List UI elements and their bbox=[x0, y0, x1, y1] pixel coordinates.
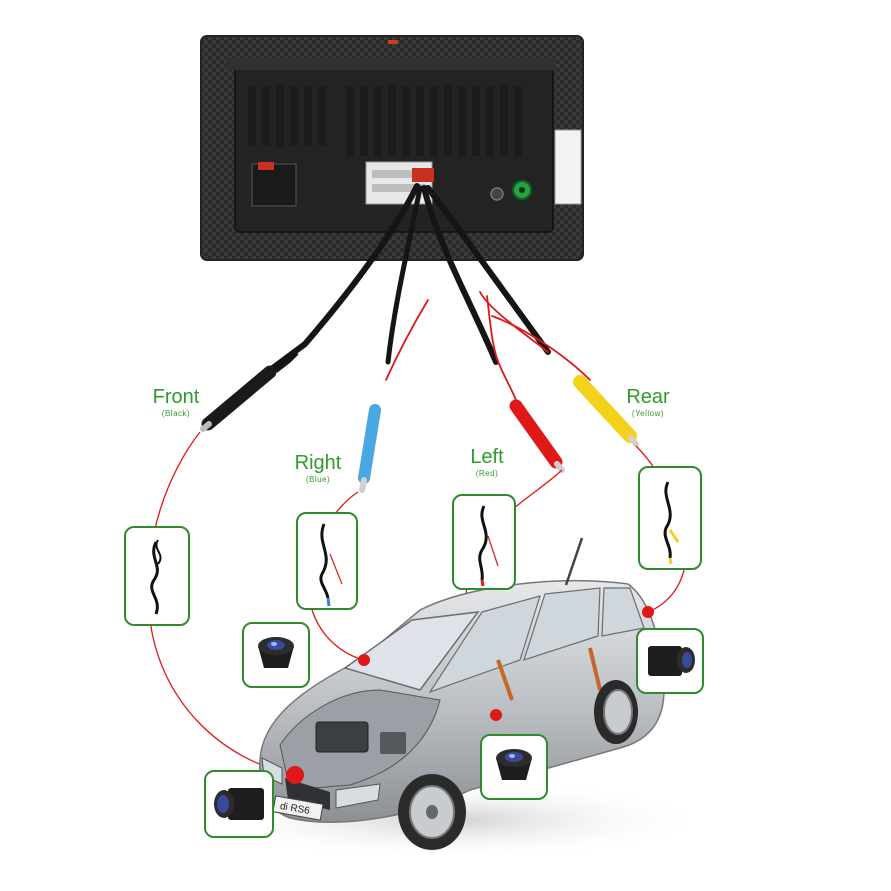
camera-icon bbox=[258, 637, 294, 668]
wiring-harness-socket bbox=[251, 161, 434, 207]
left-label-color: (Red) bbox=[475, 469, 499, 478]
rear-cable-box bbox=[638, 466, 702, 570]
rear-mount-point bbox=[642, 606, 654, 618]
right-connector-blue bbox=[358, 404, 381, 493]
front-label-color: (Black) bbox=[161, 409, 191, 418]
license-plate-text: di RS6 bbox=[279, 801, 311, 817]
rear-camera-box bbox=[636, 628, 704, 694]
head-unit bbox=[200, 35, 584, 261]
right-label-color: (Blue) bbox=[305, 475, 331, 484]
rear-cable-image bbox=[663, 481, 680, 565]
heatsink-fins bbox=[248, 86, 522, 156]
camera-icon bbox=[648, 646, 695, 676]
front-label: Front (Black) bbox=[136, 386, 216, 420]
right-label-name: Right bbox=[294, 452, 342, 474]
left-cable-box bbox=[452, 494, 516, 590]
right-cable-image bbox=[319, 523, 343, 607]
antenna-port bbox=[490, 180, 532, 201]
front-label-name: Front bbox=[152, 386, 200, 408]
rear-label-color: (Yellow) bbox=[631, 409, 665, 418]
car-illustration bbox=[190, 537, 710, 860]
rear-connector-yellow bbox=[573, 375, 639, 447]
right-camera-box bbox=[242, 622, 310, 688]
left-connector-red bbox=[509, 399, 565, 473]
front-cable-box bbox=[124, 526, 190, 626]
left-mount-point bbox=[490, 709, 502, 721]
left-camera-box bbox=[480, 734, 548, 800]
camera-cables bbox=[259, 183, 591, 401]
rear-label-name: Rear bbox=[626, 386, 670, 408]
right-cable-box bbox=[296, 512, 358, 610]
front-mount-point bbox=[286, 766, 304, 784]
left-cable-image bbox=[478, 505, 499, 587]
camera-mount-points bbox=[286, 606, 654, 784]
right-label: Right (Blue) bbox=[282, 452, 354, 486]
left-label-name: Left bbox=[470, 446, 504, 468]
right-mount-point bbox=[358, 654, 370, 666]
left-label: Left (Red) bbox=[454, 446, 520, 480]
front-cable-image bbox=[150, 539, 162, 615]
rear-label: Rear (Yellow) bbox=[610, 386, 686, 420]
camera-icon bbox=[496, 749, 532, 780]
front-camera-box bbox=[204, 770, 274, 838]
front-connector-black bbox=[200, 349, 299, 432]
camera-icon bbox=[214, 788, 264, 820]
